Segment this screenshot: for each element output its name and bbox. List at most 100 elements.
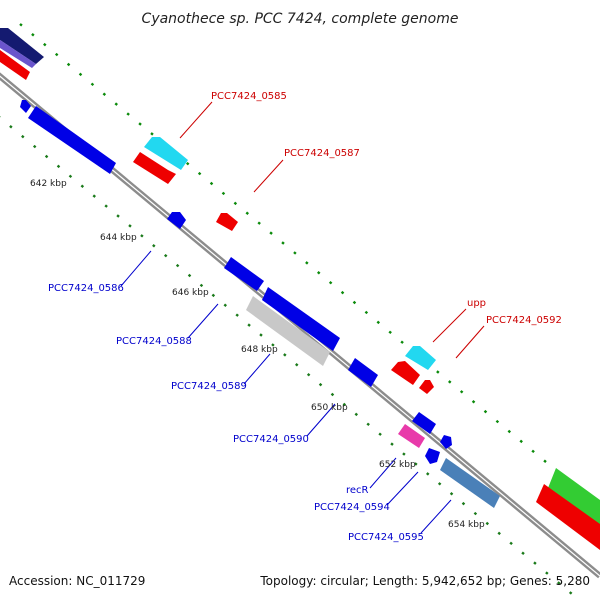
tick-mark — [473, 511, 478, 516]
gc-tick-mark — [209, 181, 214, 186]
gene-blue-0593a[interactable] — [412, 412, 436, 434]
gene-blue-large-left[interactable] — [28, 106, 116, 174]
tick-mark — [211, 293, 216, 298]
gene-0585-red[interactable] — [133, 152, 176, 184]
gene-0595[interactable] — [440, 458, 500, 508]
kbp-label-646: 646 kbp — [172, 288, 209, 298]
gene-label-0590[interactable]: PCC7424_0590 — [233, 434, 309, 445]
kbp-label-654: 654 kbp — [448, 520, 485, 530]
tick-mark — [140, 234, 144, 238]
genome-info-text: Topology: circular; Length: 5,942,652 bp… — [259, 574, 590, 588]
gc-tick-mark — [31, 32, 35, 37]
gc-tick-mark — [126, 112, 130, 116]
gene-label-0589[interactable]: PCC7424_0589 — [171, 381, 247, 392]
gc-tick-mark — [281, 241, 285, 245]
gene-label-0594[interactable]: PCC7424_0594 — [314, 502, 390, 513]
tick-mark — [402, 452, 406, 456]
tick-mark — [378, 432, 382, 436]
tick-mark — [533, 561, 537, 565]
gene-label-upp[interactable]: upp — [467, 298, 486, 309]
gene-label-0595[interactable]: PCC7424_0595 — [348, 532, 424, 543]
gc-tick-mark — [43, 42, 47, 47]
gene-block-red-left[interactable] — [0, 50, 30, 80]
gene-recR[interactable] — [398, 424, 425, 448]
tick-mark — [80, 184, 85, 188]
gene-0586[interactable] — [167, 212, 186, 229]
gc-tick-mark — [364, 310, 369, 315]
gene-blue-small-b[interactable] — [440, 435, 452, 449]
gene-label-recR[interactable]: recR — [346, 485, 369, 496]
tick-mark — [68, 174, 73, 179]
gc-tick-mark — [305, 261, 309, 265]
tick-mark — [557, 581, 561, 585]
gc-tick-mark — [448, 380, 452, 384]
gc-tick-mark — [352, 300, 357, 305]
tick-mark — [104, 204, 108, 208]
tick-mark — [116, 214, 120, 218]
tick-mark — [152, 244, 156, 248]
kbp-label-652: 652 kbp — [379, 460, 416, 470]
tick-mark — [330, 392, 335, 397]
gc-tick-mark — [269, 231, 273, 235]
gene-0588-blue[interactable] — [224, 257, 264, 291]
gc-tick-mark — [388, 330, 392, 335]
gene-small-blue-left[interactable] — [20, 100, 31, 113]
gc-tick-mark — [233, 201, 238, 206]
tick-mark — [390, 442, 394, 446]
reverse-strand-genes — [20, 100, 500, 508]
gene-label-0587[interactable]: PCC7424_0587 — [284, 148, 360, 159]
gene-0592[interactable] — [419, 380, 434, 394]
gc-tick-mark — [90, 82, 95, 87]
tick-mark — [223, 303, 227, 307]
accession-text: Accession: NC_011729 — [9, 574, 145, 588]
gene-0590[interactable] — [348, 358, 378, 387]
gc-tick-mark — [328, 280, 333, 285]
tick-mark — [235, 313, 239, 317]
gc-tick-mark — [114, 102, 118, 106]
gene-0591-red[interactable] — [391, 361, 420, 385]
gene-green-right[interactable] — [548, 468, 600, 526]
gene-block-purple[interactable] — [0, 40, 36, 68]
gene-0589-grey[interactable] — [246, 296, 330, 366]
tick-mark — [461, 501, 466, 506]
gene-labels: PCC7424_0585 PCC7424_0587 upp PCC7424_05… — [48, 91, 562, 543]
gc-tick-mark — [543, 459, 547, 463]
gene-0587[interactable] — [216, 213, 238, 231]
kbp-label-644: 644 kbp — [100, 233, 137, 243]
gene-0594[interactable] — [425, 448, 440, 464]
gene-label-0585[interactable]: PCC7424_0585 — [211, 91, 287, 102]
gene-red-right[interactable] — [536, 484, 600, 550]
gc-tick-mark — [459, 390, 464, 394]
tick-mark — [271, 343, 275, 347]
gc-tick-mark — [54, 52, 59, 57]
tick-mark — [21, 134, 25, 139]
gene-label-0586[interactable]: PCC7424_0586 — [48, 283, 124, 294]
gene-0588-blue-long[interactable] — [262, 287, 340, 351]
gene-block-navy[interactable] — [0, 28, 44, 64]
tick-mark — [199, 283, 204, 288]
gene-upp[interactable] — [405, 346, 436, 370]
forward-strand-genes — [0, 28, 600, 550]
gc-tick-mark — [495, 419, 500, 424]
gc-tick-mark — [293, 251, 297, 255]
gc-tick-mark — [78, 72, 83, 77]
tick-mark — [175, 263, 180, 268]
gc-tick-mark — [19, 23, 23, 27]
gene-label-0592[interactable]: PCC7424_0592 — [486, 315, 562, 326]
tick-mark — [318, 382, 323, 387]
label-leaders — [120, 101, 485, 534]
tick-mark — [437, 482, 442, 486]
kbp-label-650: 650 kbp — [311, 403, 348, 413]
gene-label-0588[interactable]: PCC7424_0588 — [116, 336, 192, 347]
tick-mark — [354, 412, 359, 417]
tick-mark — [521, 551, 525, 555]
tick-mark — [568, 591, 573, 595]
tick-mark — [366, 422, 370, 427]
tick-mark — [44, 154, 49, 159]
tick-mark — [545, 571, 549, 575]
tick-mark — [294, 363, 299, 367]
tick-mark — [306, 372, 311, 377]
gene-0585-cyan[interactable] — [144, 137, 188, 170]
